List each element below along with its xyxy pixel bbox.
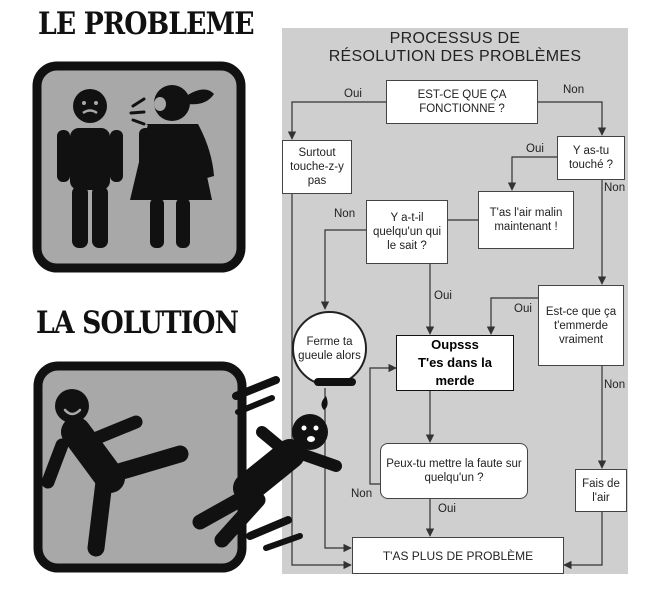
label-oui: Oui: [434, 290, 452, 302]
node-start: EST-CE QUE ÇA FONCTIONNE ?: [386, 80, 538, 124]
label-oui: Oui: [514, 303, 532, 315]
solution-heading: LA SOLUTION: [36, 305, 239, 341]
node-touched: Y as-tu touché ?: [557, 136, 625, 180]
node-anyone-knows: Y a-t-il quelqu'un qui le sait ?: [366, 200, 448, 264]
label-non: Non: [563, 84, 585, 96]
kicking-man-icon: [41, 389, 189, 557]
node-blame: Peux-tu mettre la faute sur quelqu'un ?: [380, 443, 528, 499]
falling-man-icon: [192, 376, 356, 551]
label-oui: Oui: [526, 143, 544, 155]
label-non: Non: [351, 488, 373, 500]
node-no-problem: T'AS PLUS DE PROBLÈME: [352, 537, 564, 574]
woman-yelling-icon: [129, 85, 214, 248]
node-shut-up: Ferme ta gueule alors: [292, 311, 367, 386]
label-oui: Oui: [344, 88, 362, 100]
node-oops: Oupsss T'es dans la merde: [396, 335, 514, 391]
label-non: Non: [334, 208, 356, 220]
node-dont-touch: Surtout touche-z-y pas: [282, 140, 352, 194]
label-oui: Oui: [438, 503, 456, 515]
node-oops-line2: T'es dans la merde: [418, 355, 492, 388]
problem-heading: LE PROBLEME: [38, 6, 255, 42]
node-pretend: Fais de l'air: [575, 469, 627, 512]
label-non: Non: [604, 379, 626, 391]
node-bother-you: Est-ce que ça t'emmerde vraiment: [538, 285, 624, 366]
man-sad-icon: [57, 89, 123, 248]
node-oops-line1: Oupsss: [431, 337, 479, 352]
flowchart-title-line2: RÉSOLUTION DES PROBLÈMES: [328, 48, 582, 65]
node-look-smart: T'as l'air malin maintenant !: [478, 191, 574, 249]
flowchart-title-line1: PROCESSUS DE: [389, 30, 521, 47]
label-non: Non: [604, 182, 626, 194]
